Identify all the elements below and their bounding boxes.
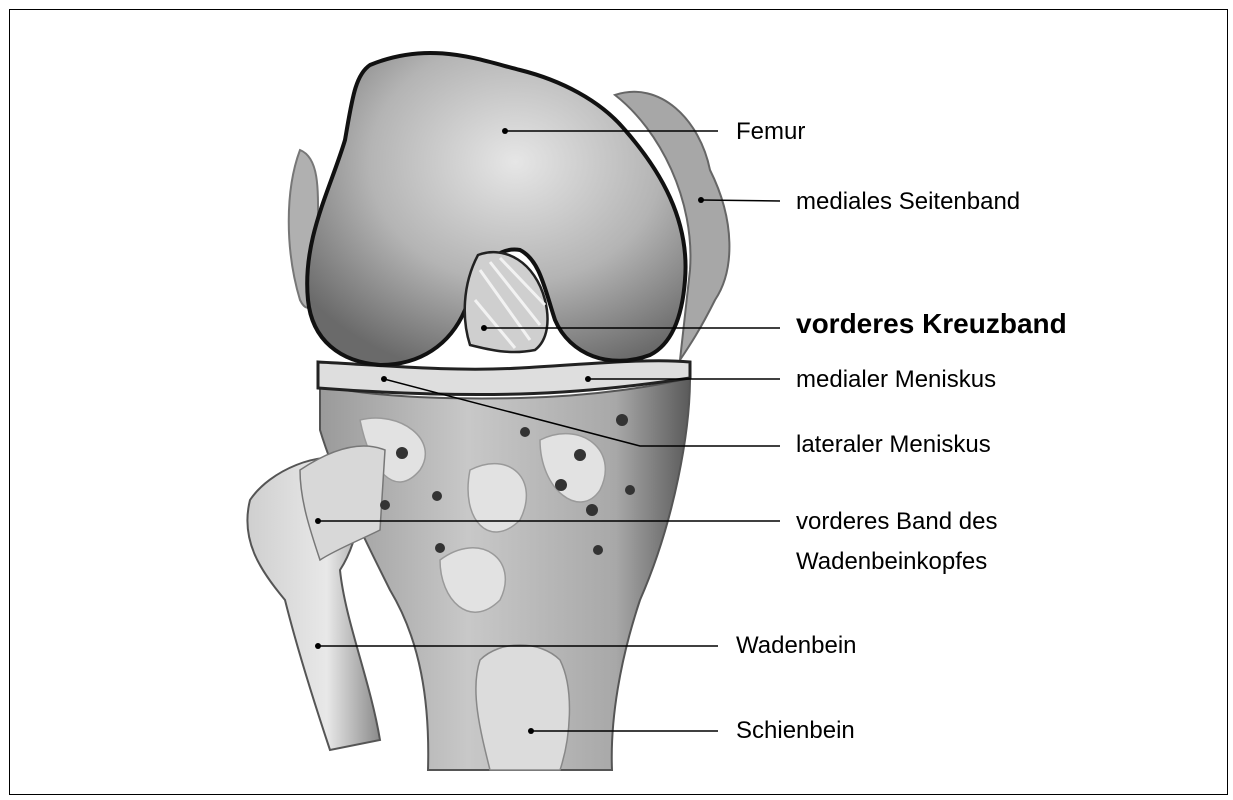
label-lateral-meniscus: lateraler Meniskus: [796, 431, 991, 459]
label-fibular-head-ligament-line1: vorderes Band des: [796, 508, 997, 536]
label-fibula: Wadenbein: [736, 632, 857, 660]
label-anterior-cruciate-ligament: vorderes Kreuzband: [796, 310, 1067, 338]
label-fibular-head-ligament-line2: Wadenbeinkopfes: [796, 548, 987, 576]
label-medial-collateral-ligament: mediales Seitenband: [796, 188, 1020, 216]
leader-medial-collateral: [701, 200, 780, 201]
label-femur: Femur: [736, 118, 805, 146]
label-tibia: Schienbein: [736, 717, 855, 745]
label-medial-meniscus: medialer Meniskus: [796, 366, 996, 394]
tibia-lower-highlight: [476, 645, 570, 770]
